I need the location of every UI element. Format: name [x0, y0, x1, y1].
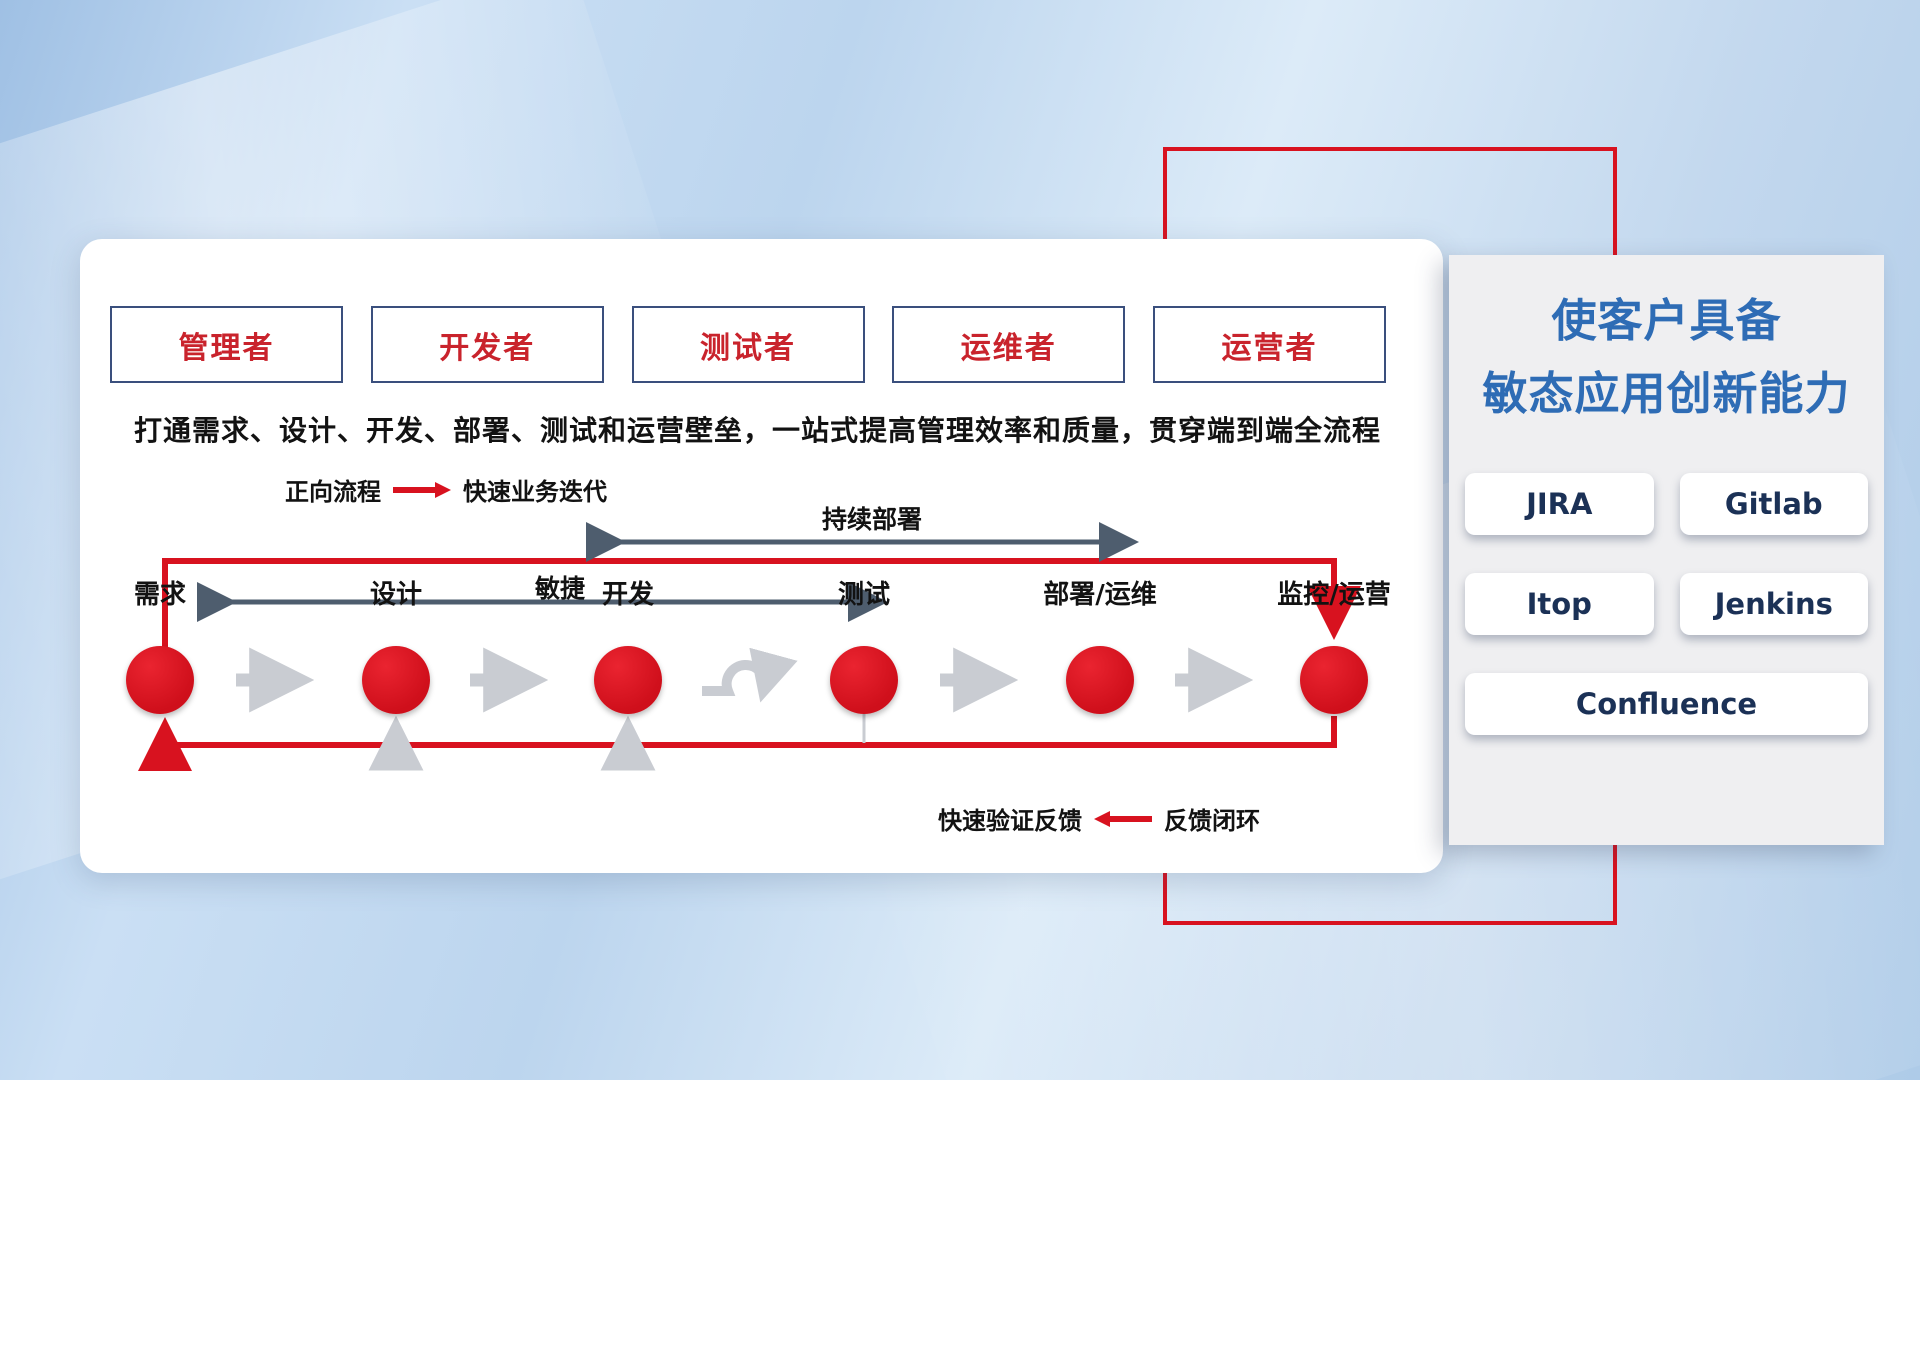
stage-node-test	[830, 646, 898, 714]
stage-node-design	[362, 646, 430, 714]
tool-confluence: Confluence	[1465, 672, 1868, 735]
capability-panel: 使客户具备 敏态应用创新能力 JIRA Gitlab Itop Jenkins …	[1449, 255, 1884, 845]
tool-jira: JIRA	[1465, 472, 1654, 535]
stage-label-test: 测试	[837, 580, 890, 610]
forward-arrow-icon	[393, 481, 451, 498]
roles-row: 管理者 开发者 测试者 运维者 运营者	[110, 306, 1386, 383]
role-box-developer: 开发者	[370, 306, 604, 383]
stage-node-requirements	[126, 646, 194, 714]
stage-label-monitor-ops: 监控/运营	[1277, 580, 1391, 610]
iteration-loop-icon	[702, 647, 798, 703]
stage-node-develop	[594, 646, 662, 714]
panel-title-line2: 敏态应用创新能力	[1482, 366, 1851, 420]
role-box-tester: 测试者	[631, 306, 865, 383]
legend-forward-label: 正向流程	[285, 478, 381, 506]
role-box-operator: 运营者	[1153, 306, 1386, 383]
flow-description: 打通需求、设计、开发、部署、测试和运营壁垒，一站式提高管理效率和质量，贯穿端到端…	[134, 414, 1382, 447]
stage-label-design: 设计	[369, 580, 422, 610]
legend-feedback-label: 反馈闭环	[1164, 807, 1260, 835]
stage-node-deploy-ops	[1066, 646, 1134, 714]
stage-label-deploy-ops: 部署/运维	[1043, 580, 1157, 610]
legend-feedback-value: 快速验证反馈	[938, 807, 1082, 835]
tool-gitlab: Gitlab	[1679, 472, 1868, 535]
stage-label-requirements: 需求	[133, 580, 186, 610]
panel-title: 使客户具备 敏态应用创新能力	[1449, 285, 1884, 431]
stage-label-develop: 开发	[601, 580, 654, 610]
role-box-manager: 管理者	[110, 306, 343, 383]
panel-title-line1: 使客户具备	[1551, 294, 1782, 347]
tool-itop: Itop	[1465, 572, 1654, 635]
flow-lines-graphic	[138, 522, 1361, 771]
legend-forward-flow: 正向流程 快速业务迭代	[285, 472, 607, 507]
feedback-arrow-icon	[1094, 810, 1152, 827]
stage-node-monitor-ops	[1300, 646, 1368, 714]
devops-flow-card: 管理者 开发者 测试者 运维者 运营者 打通需求、设计、开发、部署、测试和运营壁…	[80, 239, 1443, 873]
tool-jenkins: Jenkins	[1679, 572, 1868, 635]
role-box-ops: 运维者	[892, 306, 1126, 383]
legend-forward-value: 快速业务迭代	[463, 478, 607, 506]
red-feedback-loop-line	[138, 716, 1337, 771]
tool-list: JIRA Gitlab Itop Jenkins Confluence	[1465, 472, 1868, 735]
legend-feedback-loop: 快速验证反馈 反馈闭环	[938, 801, 1260, 836]
